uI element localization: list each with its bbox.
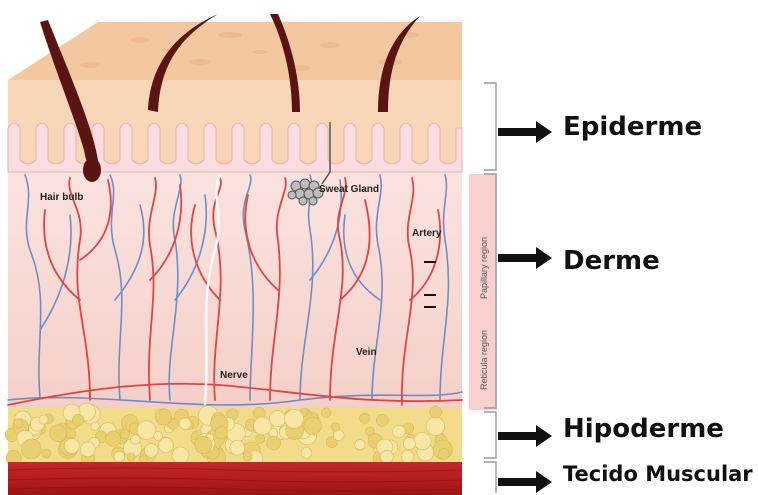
fat-cell [127, 453, 135, 461]
fat-cell [172, 447, 189, 464]
label-hair-bulb: Hair bulb [40, 192, 83, 203]
fat-cell [301, 448, 312, 459]
fat-cell [230, 440, 245, 455]
fat-cell [403, 438, 415, 450]
label-artery: Artery [412, 228, 442, 239]
fat-cell [254, 417, 272, 435]
fat-cell [131, 435, 141, 445]
fat-cell [195, 436, 212, 453]
fat-cell [256, 434, 265, 443]
fat-cell [91, 422, 99, 430]
fat-cell [73, 414, 84, 425]
fat-cell [215, 426, 228, 439]
label-sweat-gland: Sweat Gland [319, 184, 379, 195]
label-nerve: Nerve [220, 370, 248, 381]
fat-cell [13, 419, 22, 428]
fat-cell [121, 430, 130, 439]
fat-cell [331, 423, 339, 431]
fat-cell [267, 436, 281, 450]
fat-cell [304, 417, 322, 435]
layer-label-derme: Derme [563, 246, 660, 276]
fat-cell [114, 451, 125, 462]
layer-label-epiderme: Epiderme [563, 112, 702, 142]
fat-cell [137, 421, 156, 440]
fat-cell [42, 449, 51, 458]
label-vein: Vein [356, 347, 377, 358]
fat-cell [376, 414, 388, 426]
layer-arrows [498, 121, 552, 493]
fat-cell [430, 406, 442, 418]
fat-cell [21, 439, 41, 459]
fat-cell [243, 452, 252, 461]
fat-cell [414, 432, 431, 449]
fat-cell [105, 431, 120, 446]
layer-label-hipoderme: Hipoderme [563, 414, 724, 444]
fat-cell [401, 450, 414, 463]
fat-cell [360, 413, 370, 423]
fat-cell [179, 418, 191, 430]
fat-cell [64, 439, 79, 454]
fat-cell [39, 415, 48, 424]
fat-cell [145, 444, 159, 458]
arrow-hipoderme-icon [498, 425, 552, 447]
fat-cell [438, 449, 449, 460]
fat-cell [139, 455, 147, 463]
arrow-derme-icon [498, 247, 552, 269]
fat-cell [380, 450, 393, 463]
arrow-epiderme-icon [498, 121, 552, 143]
fat-cell [426, 417, 445, 436]
fat-cell [285, 409, 304, 428]
fat-cell [393, 425, 406, 438]
layer-label-tecido-muscular: Tecido Muscular [563, 462, 753, 486]
arrow-tecido-icon [498, 471, 552, 493]
fat-cell [154, 432, 163, 441]
fat-cell [270, 411, 286, 427]
fat-cell [156, 409, 172, 425]
fat-cell [80, 442, 95, 457]
fat-cell [321, 408, 331, 418]
label-papillary-region: Papillary region [479, 237, 489, 299]
fat-cell [50, 425, 67, 442]
fat-cell [355, 439, 365, 449]
label-reticula-region: Reticula region [479, 330, 489, 390]
